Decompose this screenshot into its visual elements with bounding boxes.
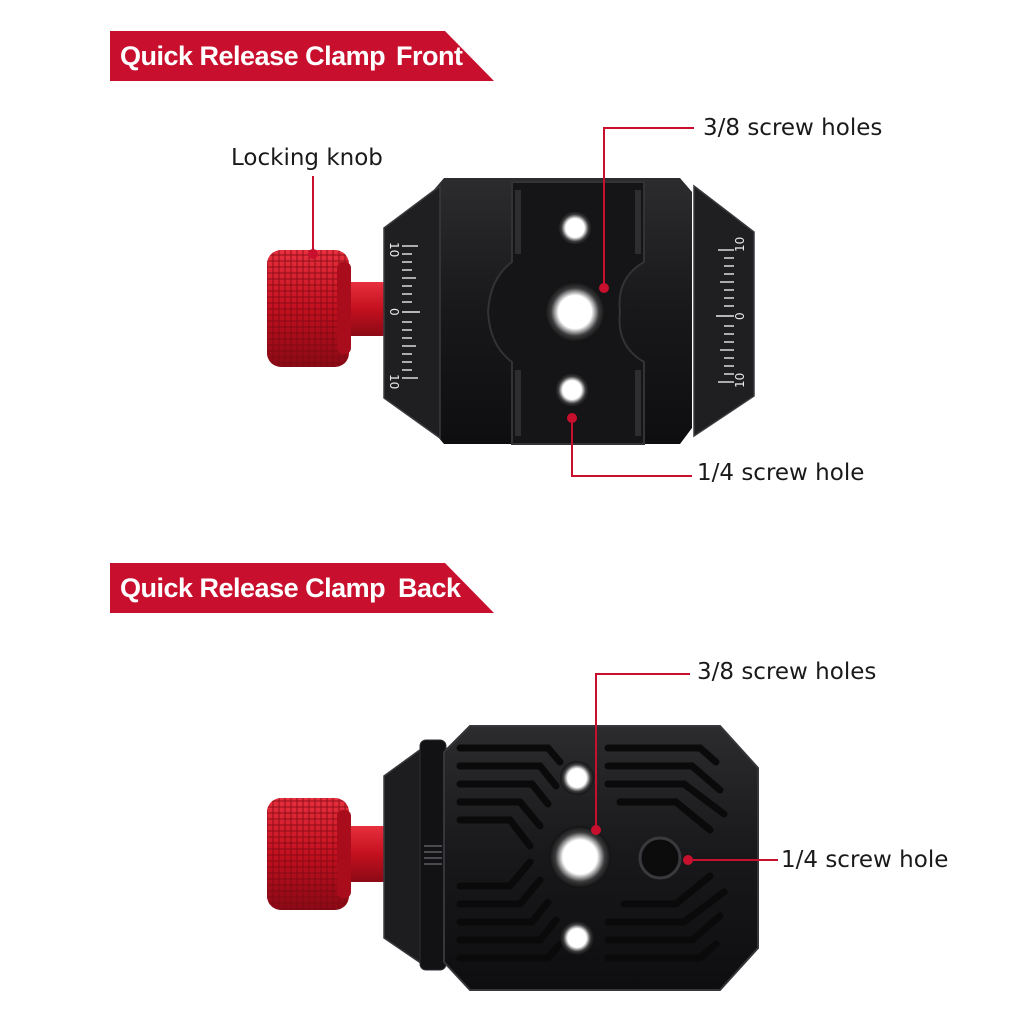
rib-grooves-left	[456, 744, 564, 962]
front-banner-title: Quick Release Clamp	[120, 41, 386, 71]
front-banner-side: Front	[396, 41, 463, 71]
screw-hole-38-top	[558, 211, 592, 245]
screw-hole-38-top	[560, 761, 594, 795]
locking-knob-icon	[267, 798, 351, 910]
callout-dot	[683, 855, 693, 865]
front-section-banner: Quick Release Clamp Front	[110, 31, 494, 81]
label-back-38-screw-holes: 3/8 screw holes	[697, 659, 877, 685]
label-locking-knob: Locking knob	[231, 145, 383, 171]
label-front-14-screw-hole: 1/4 screw hole	[697, 460, 865, 486]
back-callout-lines	[595, 673, 778, 861]
right-jaw	[693, 184, 755, 438]
callout-line-14-hole	[571, 418, 692, 477]
banner-background	[110, 31, 494, 81]
side-screw	[424, 845, 442, 865]
callout-dot	[308, 249, 318, 259]
front-clamp: 10 0 10 10 0 10	[267, 178, 755, 445]
callout-line-38-holes	[603, 127, 694, 288]
screw-hole-38-center	[545, 282, 605, 342]
front-callout-dots	[308, 249, 609, 423]
callout-line-38-holes	[595, 673, 690, 830]
banner-background	[110, 563, 494, 613]
scale-mark-middle-right: 0	[733, 312, 747, 320]
left-scale	[402, 245, 420, 379]
screw-hole-14	[638, 836, 682, 880]
knob-shaft	[340, 282, 388, 336]
front-callout-lines	[312, 127, 694, 477]
screw-hole-38-center	[549, 826, 611, 888]
back-callout-dots	[591, 825, 693, 865]
screw-hole-38-bottom	[560, 921, 594, 955]
screw-hole-14	[555, 373, 589, 407]
right-scale	[716, 249, 734, 383]
scale-mark-middle-left: 0	[387, 308, 401, 316]
callout-dot	[599, 283, 609, 293]
locking-knob-icon	[267, 250, 351, 367]
back-banner-side: Back	[398, 573, 461, 603]
callout-dot	[567, 413, 577, 423]
back-banner-title: Quick Release Clamp	[120, 573, 386, 603]
scale-mark-bottom-left: 10	[387, 374, 401, 389]
back-section-banner: Quick Release Clamp Back	[110, 563, 494, 613]
callout-dot	[591, 825, 601, 835]
side-rail	[419, 739, 447, 971]
scale-mark-bottom-right: 10	[733, 373, 747, 388]
scale-mark-top-left: 10	[387, 242, 401, 257]
back-clamp	[267, 725, 759, 991]
scale-mark-top-right: 10	[733, 237, 747, 252]
label-front-38-screw-holes: 3/8 screw holes	[703, 115, 883, 141]
knob-shaft	[340, 826, 390, 882]
rib-grooves-right	[604, 744, 728, 962]
label-back-14-screw-hole: 1/4 screw hole	[781, 847, 949, 873]
